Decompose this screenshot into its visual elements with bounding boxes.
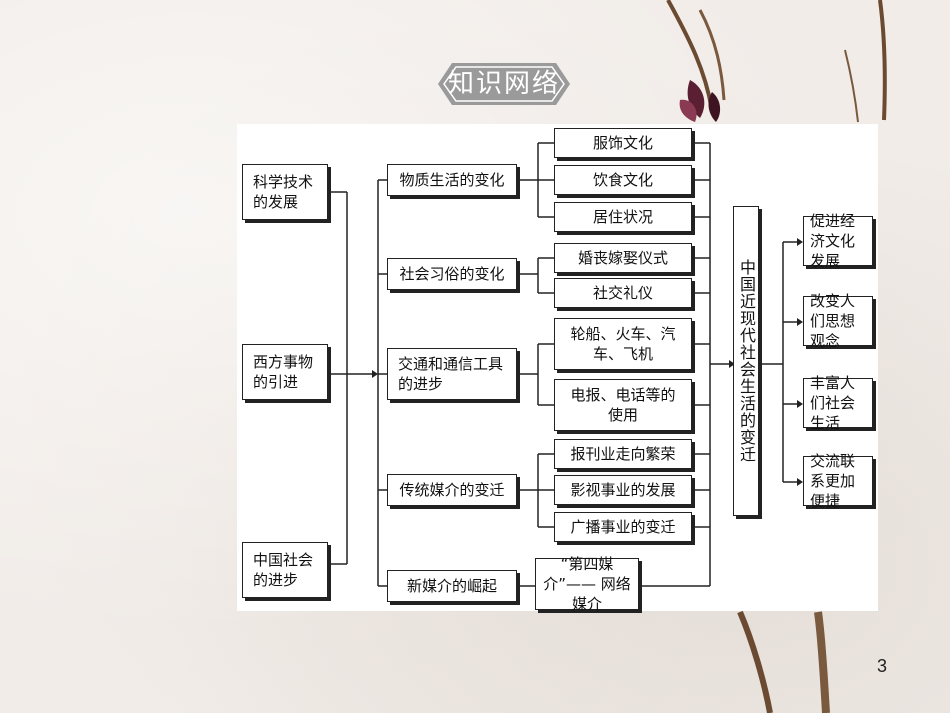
item-broadcast: 广播事业的变迁 (554, 512, 692, 542)
category-material-life: 物质生活的变化 (387, 164, 517, 196)
center-social-life-change: 中国近现代社会生活的变迁 (733, 206, 759, 516)
item-vehicles: 轮船、火车、汽车、飞机 (554, 318, 692, 370)
source-western-things: 西方事物的引进 (242, 344, 328, 400)
item-housing: 居住状况 (554, 202, 692, 232)
page-number: 3 (877, 656, 888, 676)
item-press: 报刊业走向繁荣 (554, 439, 692, 469)
banner-shape (438, 63, 570, 105)
source-chinese-progress: 中国社会的进步 (242, 542, 328, 598)
source-science-technology: 科学技术的发展 (242, 164, 328, 220)
effect-communication: 交流联系更加便捷 (803, 452, 873, 510)
title-text: 知识网络 (447, 69, 560, 99)
item-film-tv: 影视事业的发展 (554, 475, 692, 505)
item-etiquette: 社交礼仪 (554, 278, 692, 308)
diagram-panel: 科学技术的发展 西方事物的引进 中国社会的进步 物质生活的变化 社会习俗的变化 … (237, 124, 878, 613)
item-telegraph-telephone: 电报、电话等的使用 (554, 379, 692, 431)
category-transport-communication: 交通和通信工具的进步 (387, 348, 517, 400)
item-fourth-media: “第四媒介”—— 网络媒介 (535, 555, 639, 613)
item-ceremonies: 婚丧嫁娶仪式 (554, 243, 692, 273)
category-traditional-media: 传统媒介的变迁 (387, 474, 517, 506)
item-food: 饮食文化 (554, 165, 692, 195)
item-clothing: 服饰文化 (554, 128, 692, 158)
title-banner: 知识网络 (438, 63, 570, 105)
category-new-media: 新媒介的崛起 (387, 570, 517, 602)
category-social-customs: 社会习俗的变化 (387, 258, 517, 290)
effect-social-life: 丰富人们社会生活 (803, 374, 873, 432)
connector-lines (331, 142, 803, 587)
effect-thinking: 改变人们思想观念 (803, 292, 873, 350)
effect-economy-culture: 促进经济文化发展 (803, 212, 873, 270)
